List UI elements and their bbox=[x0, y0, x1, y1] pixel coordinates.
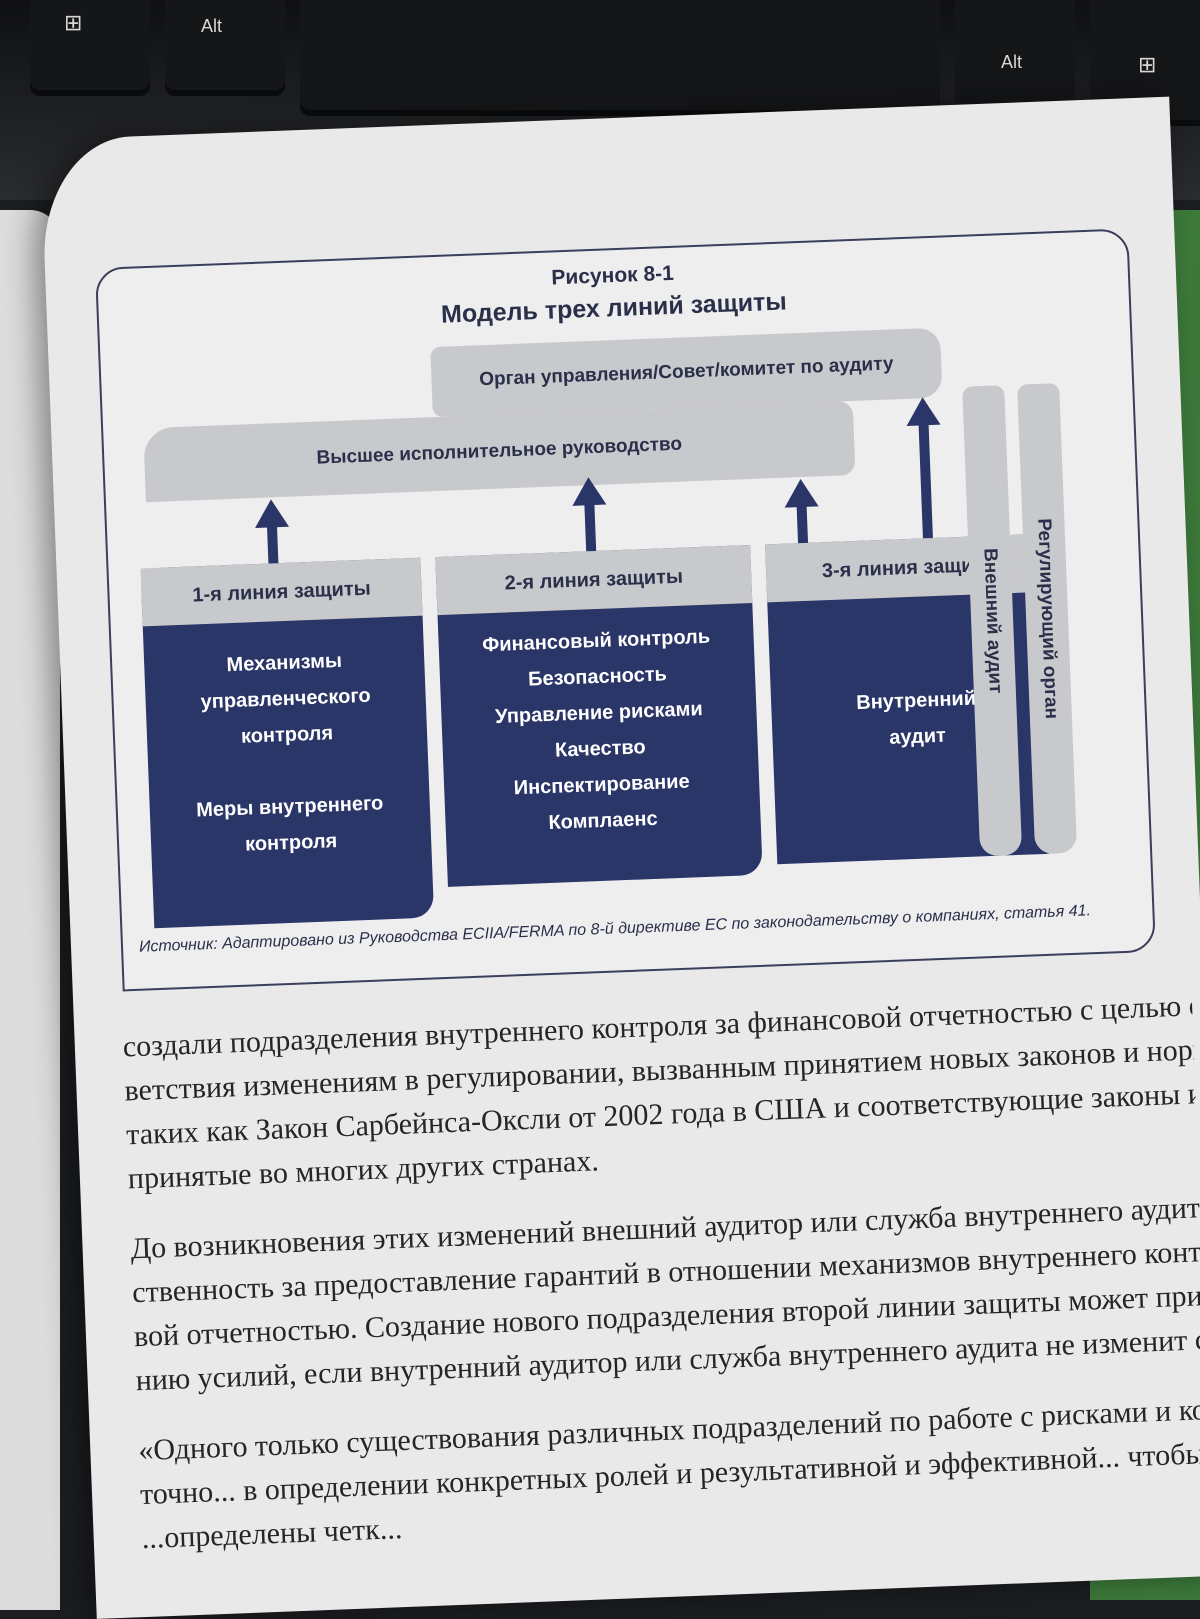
left-page-edge bbox=[0, 210, 60, 1610]
space-key bbox=[300, 0, 940, 110]
windows-key: ⊞ bbox=[30, 0, 150, 90]
line-1-items: Механизмы управленческого контроля Меры … bbox=[144, 640, 432, 867]
regulator-label: Регулирующий орган bbox=[1033, 517, 1062, 720]
line-3-block: 3-я линия защиты Внутренний аудит bbox=[765, 533, 1068, 865]
alt-key-right-label: Alt bbox=[1001, 52, 1023, 72]
line-3-items: Внутренний аудит bbox=[768, 605, 1063, 760]
book-page: Рисунок 8-1 Модель трех линий защиты Орг… bbox=[40, 96, 1200, 1619]
board-bar: Орган управления/Совет/комитет по аудиту bbox=[430, 327, 943, 418]
windows-icon: ⊞ bbox=[1138, 52, 1157, 77]
executive-bar-label: Высшее исполнительное руководство bbox=[316, 433, 683, 469]
line-1-block: 1-я линия защиты Механизмы управленческо… bbox=[140, 557, 435, 929]
alt-key-left-label: Alt bbox=[201, 16, 223, 36]
keyboard: ⊞ Alt Alt ⊞ bbox=[0, 0, 1200, 200]
line-2-block: 2-я линия защиты Финансовый контроль Без… bbox=[435, 545, 763, 887]
line-3-header: 3-я линия защиты bbox=[765, 533, 1058, 603]
board-bar-label: Орган управления/Совет/комитет по аудиту bbox=[478, 353, 894, 391]
arrow-up-icon bbox=[796, 504, 809, 546]
alt-key-left: Alt bbox=[165, 0, 285, 90]
figure-three-lines: Рисунок 8-1 Модель трех линий защиты Орг… bbox=[94, 228, 1156, 992]
windows-icon: ⊞ bbox=[64, 10, 83, 35]
executive-bar: Высшее исполнительное руководство bbox=[143, 400, 856, 503]
arrow-up-icon bbox=[918, 423, 933, 539]
paragraph: создали подразделения внутреннего контро… bbox=[122, 984, 1198, 1201]
external-audit-label: Внешний аудит bbox=[979, 547, 1006, 694]
line-2-items: Финансовый контроль Безопасность Управле… bbox=[438, 617, 761, 845]
body-text: создали подразделения внутреннего контро… bbox=[122, 984, 1200, 1587]
arrow-up-icon bbox=[584, 502, 597, 552]
paragraph: До возникновения этих изменений внешний … bbox=[130, 1186, 1200, 1403]
arrow-up-icon bbox=[266, 525, 279, 566]
line-2-header: 2-я линия защиты bbox=[435, 545, 753, 616]
line-1-header: 1-я линия защиты bbox=[140, 557, 423, 627]
paragraph: «Одного только существования различных п… bbox=[138, 1388, 1200, 1561]
